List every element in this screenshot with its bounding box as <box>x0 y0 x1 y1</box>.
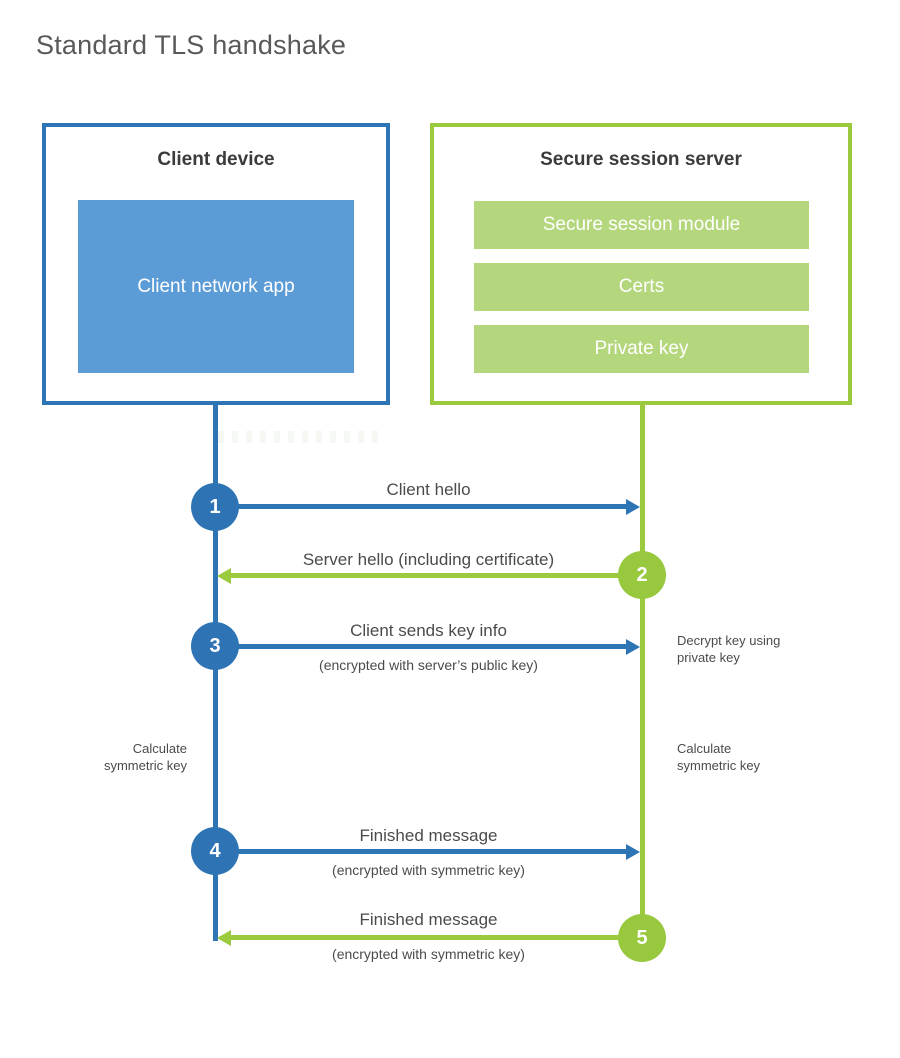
label-finished-server: Finished message <box>359 910 498 929</box>
client-device-box: Client device Client network app <box>42 123 390 405</box>
step-badge-1: 1 <box>191 483 239 531</box>
arrow-server-hello <box>231 573 642 578</box>
label-server-hello: Server hello (including certificate) <box>302 550 555 569</box>
sublabel-finished-server: (encrypted with symmetric key) <box>332 946 525 962</box>
step-badge-5: 5 <box>618 914 666 962</box>
note-calculate-symmetric-key-server: Calculate symmetric key <box>677 741 761 774</box>
step-badge-2: 2 <box>618 551 666 599</box>
client-network-app-box: Client network app <box>78 200 354 373</box>
step-badge-4: 4 <box>191 827 239 875</box>
arrowhead-right-icon <box>626 844 640 860</box>
note-decrypt-key: Decrypt key using private key <box>677 633 781 666</box>
server-title: Secure session server <box>540 149 742 170</box>
arrowhead-right-icon <box>626 639 640 655</box>
arrow-client-hello <box>215 504 628 509</box>
arrow-finished-server <box>231 935 642 940</box>
page-title: Standard TLS handshake <box>36 30 347 60</box>
arrowhead-left-icon <box>217 930 231 946</box>
sublabel-client-key-info: (encrypted with server’s public key) <box>319 657 538 673</box>
secure-session-server-box: Secure session server Secure session mod… <box>430 123 852 405</box>
server-module-secure-session: Secure session module <box>474 201 809 249</box>
arrowhead-left-icon <box>217 568 231 584</box>
server-lifeline <box>640 401 645 938</box>
arrow-finished-client <box>215 849 628 854</box>
server-module-private-key: Private key <box>474 325 809 373</box>
server-module-certs: Certs <box>474 263 809 311</box>
label-client-hello: Client hello <box>386 480 471 499</box>
step-badge-3: 3 <box>191 622 239 670</box>
label-client-key-info: Client sends key info <box>350 621 507 640</box>
client-device-title: Client device <box>157 149 275 170</box>
note-calculate-symmetric-key-client: Calculate symmetric key <box>103 741 187 774</box>
sublabel-finished-client: (encrypted with symmetric key) <box>332 862 525 878</box>
client-network-app-label: Client network app <box>137 275 295 297</box>
arrowhead-right-icon <box>626 499 640 515</box>
arrow-client-key-info <box>215 644 628 649</box>
client-lifeline <box>213 401 218 941</box>
faint-dashes-artifact <box>218 431 386 443</box>
label-finished-client: Finished message <box>359 826 498 845</box>
